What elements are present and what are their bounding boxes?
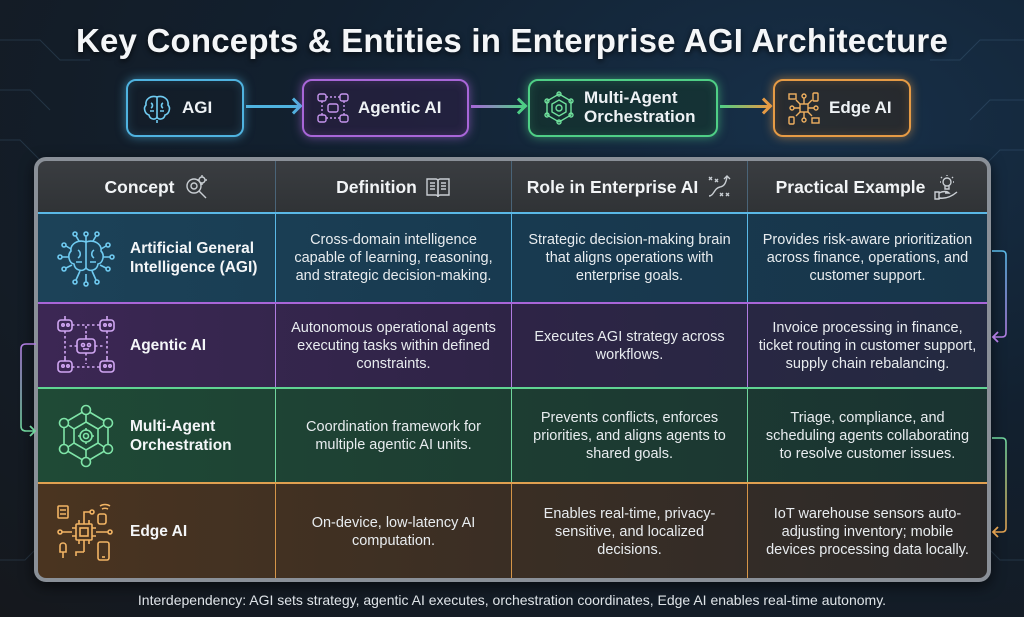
table-row-multi-agent-orchestration: Multi-Agent Orchestration Coordination f… xyxy=(38,389,987,484)
example-cell-agi: Provides risk-aware prioritization acros… xyxy=(762,232,973,284)
flow-label-orchestration-line1: Multi-Agent xyxy=(584,88,678,108)
header-concept-label: Concept xyxy=(104,176,175,197)
definition-cell-agentic-ai: Autonomous operational agents executing … xyxy=(276,304,512,387)
definition-cell-edge-ai: On-device, low-latency AI computation. xyxy=(276,484,512,578)
flow-label-agi: AGI xyxy=(182,98,213,117)
robots-network-icon xyxy=(317,93,349,123)
flow-arrow-2 xyxy=(471,105,523,108)
flow-arrow-3 xyxy=(720,105,768,108)
concept-cell-multi-agent-orchestration: Multi-Agent Orchestration xyxy=(38,389,276,482)
table-row-agi: Artificial General Intelligence (AGI) Cr… xyxy=(38,214,987,304)
header-role-label: Role in Enterprise AI xyxy=(526,176,699,197)
chip-devices-icon xyxy=(788,92,820,125)
open-book-icon xyxy=(426,177,450,197)
strategy-play-icon xyxy=(708,174,731,197)
flow-node-edge-ai: Edge AI xyxy=(773,79,911,137)
concept-name-multi-agent-orchestration: Multi-Agent Orchestration xyxy=(130,417,232,454)
role-cell-multi-agent-orchestration: Prevents conflicts, enforces priorities,… xyxy=(512,389,748,482)
brain-network-icon xyxy=(57,231,115,287)
concept-name-agi: Artificial General Intelligence (AGI) xyxy=(130,240,258,276)
header-example-label: Practical Example xyxy=(775,176,926,197)
brain-icon xyxy=(143,95,171,123)
concept-cell-edge-ai: Edge AI xyxy=(38,484,276,578)
table-row-edge-ai: Edge AI On-device, low-latency AI comput… xyxy=(38,484,987,578)
flow-node-agi: AGI xyxy=(126,79,244,137)
concept-name-agentic-ai: Agentic AI xyxy=(130,337,207,354)
header-definition-label: Definition xyxy=(336,176,417,197)
flow-label-edge-ai: Edge AI xyxy=(829,98,892,117)
connector-agi-to-agentic xyxy=(991,250,1007,343)
page-title: Key Concepts & Entities in Enterprise AG… xyxy=(75,22,949,59)
role-cell-edge-ai: Enables real-time, privacy-sensitive, an… xyxy=(512,484,748,578)
concepts-table: Concept Definition Role in Enterprise AI… xyxy=(34,157,991,582)
robots-network-icon xyxy=(57,315,115,373)
header-role: Role in Enterprise AI xyxy=(512,161,748,212)
example-cell-multi-agent-orchestration: Triage, compliance, and scheduling agent… xyxy=(765,409,970,462)
role-cell-agi: Strategic decision-making brain that ali… xyxy=(512,214,748,302)
definition-cell-agi: Cross-domain intelligence capable of lea… xyxy=(276,214,512,302)
concept-cell-agi: Artificial General Intelligence (AGI) xyxy=(38,214,276,302)
hexagon-network-icon xyxy=(58,404,114,467)
example-cell-agentic-ai: Invoice processing in finance, ticket ro… xyxy=(758,319,977,372)
example-cell-edge-ai: IoT warehouse sensors auto-adjusting inv… xyxy=(766,505,969,558)
definition-cell-multi-agent-orchestration: Coordination framework for multiple agen… xyxy=(276,389,512,482)
lightbulb-hand-icon xyxy=(934,174,958,200)
chip-devices-icon xyxy=(57,503,113,561)
interdependency-footer: Interdependency: AGI sets strategy, agen… xyxy=(137,592,887,608)
concept-cell-agentic-ai: Agentic AI xyxy=(38,304,276,387)
flow-label-orchestration-line2: Orchestration xyxy=(584,107,696,126)
hexagon-network-icon xyxy=(544,91,574,125)
concept-name-edge-ai: Edge AI xyxy=(130,523,188,540)
connector-orchestration-to-edge xyxy=(991,437,1007,538)
table-header-row: Concept Definition Role in Enterprise AI… xyxy=(38,161,987,214)
header-concept: Concept xyxy=(38,161,276,212)
header-definition: Definition xyxy=(276,161,512,212)
flow-node-agentic-ai: Agentic AI xyxy=(302,79,469,137)
gear-magnifier-icon xyxy=(185,174,207,198)
flow-label-agentic-ai: Agentic AI xyxy=(358,98,442,117)
table-row-agentic-ai: Agentic AI Autonomous operational agents… xyxy=(38,304,987,389)
flow-node-multi-agent-orchestration: Multi-Agent Orchestration xyxy=(528,79,718,137)
header-example: Practical Example xyxy=(748,161,987,212)
role-cell-agentic-ai: Executes AGI strategy across workflows. xyxy=(512,304,748,387)
flow-arrow-1 xyxy=(246,105,298,108)
